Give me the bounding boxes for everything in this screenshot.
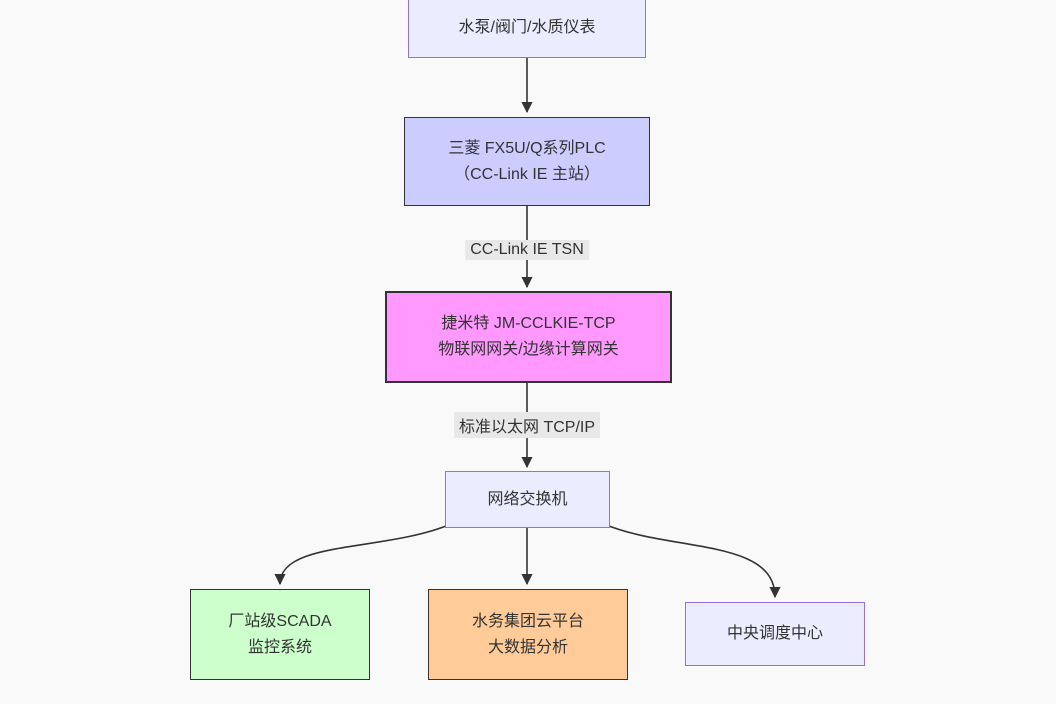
node-plc-label-line2: （CC-Link IE 主站）: [454, 165, 600, 183]
edge-label-cclink-ie-tsn: CC-Link IE TSN: [465, 240, 589, 260]
node-dispatch-center-label: 中央调度中心: [726, 625, 823, 643]
node-plc-label-line1: 三菱 FX5U/Q系列PLC: [448, 139, 606, 157]
node-field-devices-label: 水泵/阀门/水质仪表: [458, 18, 596, 36]
node-scada-system: 厂站级SCADA 监控系统: [190, 589, 370, 680]
node-cloud-label-line2: 大数据分析: [487, 638, 568, 656]
edge-switch-to-dispatch: [603, 523, 781, 599]
node-cloud-label-line1: 水务集团云平台: [471, 612, 584, 630]
node-plc: 三菱 FX5U/Q系列PLC （CC-Link IE 主站）: [404, 117, 650, 206]
node-network-switch-label: 网络交换机: [487, 490, 568, 508]
node-gateway-label-line1: 捷米特 JM-CCLKIE-TCP: [441, 315, 616, 333]
edge-switch-to-scada: [274, 523, 452, 586]
node-gateway-label-line2: 物联网网关/边缘计算网关: [438, 341, 619, 358]
edge-label-ethernet-tcpip: 标准以太网 TCP/IP: [453, 412, 601, 438]
node-network-switch: 网络交换机: [445, 471, 610, 528]
node-gateway: 捷米特 JM-CCLKIE-TCP 物联网网关/边缘计算网关: [385, 291, 672, 383]
node-cloud-platform: 水务集团云平台 大数据分析: [428, 589, 628, 680]
node-scada-label-line2: 监控系统: [247, 638, 312, 656]
node-dispatch-center: 中央调度中心: [685, 602, 865, 666]
node-field-devices: 水泵/阀门/水质仪表: [408, 0, 646, 58]
node-scada-label-line1: 厂站级SCADA: [228, 612, 332, 630]
